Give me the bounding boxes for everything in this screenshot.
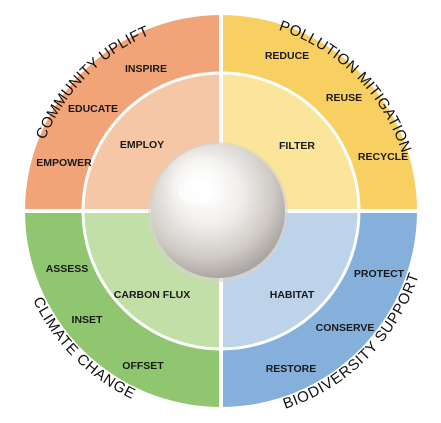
climate-item-assess: ASSESS bbox=[46, 263, 89, 275]
climate-item-carbon-flux: CARBON FLUX bbox=[114, 289, 190, 301]
community-item-empower: EMPOWER bbox=[36, 157, 92, 169]
community-item-inspire: INSPIRE bbox=[125, 63, 167, 75]
climate-item-offset: OFFSET bbox=[122, 360, 164, 372]
climate-item-inset: INSET bbox=[72, 314, 104, 326]
biodiversity-item-restore: RESTORE bbox=[266, 363, 317, 375]
pollution-item-reuse: REUSE bbox=[326, 92, 362, 104]
pollution-item-reduce: REDUCE bbox=[265, 50, 309, 62]
pollution-item-recycle: RECYCLE bbox=[358, 151, 408, 163]
pollution-item-filter: FILTER bbox=[279, 140, 315, 152]
community-item-educate: EDUCATE bbox=[68, 103, 118, 115]
pearl-icon bbox=[148, 142, 288, 282]
community-item-employ: EMPLOY bbox=[120, 139, 164, 151]
biodiversity-item-habitat: HABITAT bbox=[270, 289, 315, 301]
biodiversity-item-protect: PROTECT bbox=[354, 268, 405, 280]
biodiversity-item-conserve: CONSERVE bbox=[316, 322, 375, 334]
inner-circle-border bbox=[81, 71, 361, 351]
